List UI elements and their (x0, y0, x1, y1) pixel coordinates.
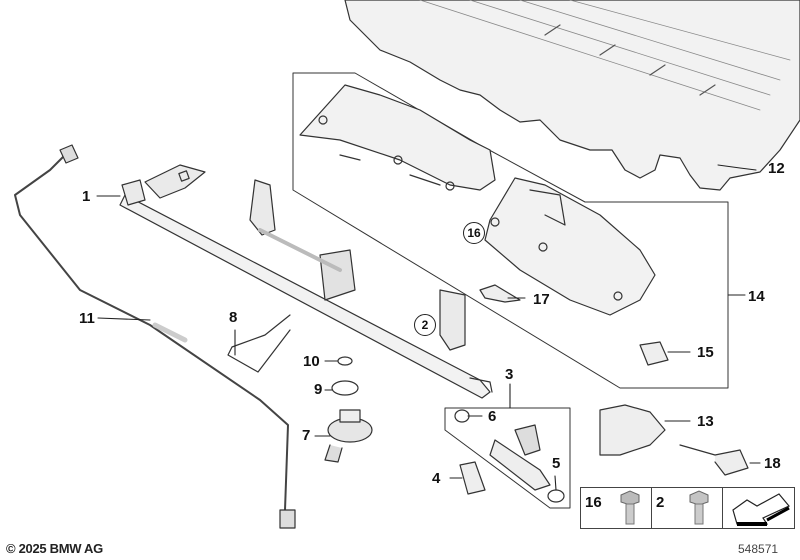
hex-bolt-icon (689, 490, 709, 525)
fastener-legend: 16 2 (580, 487, 795, 529)
injector-set-bracket-3 (444, 407, 571, 509)
connector-part (679, 444, 749, 476)
legend-item-arrow[interactable] (723, 488, 794, 528)
callout-17[interactable]: 17 (533, 291, 550, 308)
o-ring-9-part (331, 380, 359, 396)
hex-bolt-flange-icon (620, 490, 640, 525)
arrow-symbol-icon (732, 493, 790, 526)
injector-cover-lower-part (484, 177, 656, 316)
engine-cover-part (344, 0, 800, 191)
legend-item-16[interactable]: 16 (581, 488, 652, 528)
callout-14[interactable]: 14 (748, 288, 765, 305)
callout-10[interactable]: 10 (303, 353, 320, 370)
pressure-regulator-part (324, 409, 373, 463)
callout-12[interactable]: 12 (768, 160, 785, 177)
retaining-clip-part (227, 314, 291, 373)
injector-part (489, 439, 551, 491)
clip-part (639, 341, 669, 366)
injector-cover-upper-part (299, 84, 496, 191)
fuel-rail-part (119, 164, 493, 399)
vacuum-line-part (14, 154, 289, 511)
legend-item-2[interactable]: 2 (652, 488, 723, 528)
set-bracket-14 (292, 72, 729, 389)
document-number: 548571 (738, 542, 779, 556)
callout-13[interactable]: 13 (697, 413, 714, 430)
cable-clip-part (479, 284, 521, 303)
callout-18[interactable]: 18 (764, 455, 781, 472)
callout-4[interactable]: 4 (432, 470, 441, 487)
callout-1[interactable]: 1 (82, 188, 91, 205)
callout-6[interactable]: 6 (488, 408, 497, 425)
copyright-text: © 2025 BMW AG (6, 541, 103, 556)
legend-label: 16 (585, 494, 602, 511)
holder-part (599, 404, 666, 456)
callout-15[interactable]: 15 (697, 344, 714, 361)
callout-16[interactable]: 16 (463, 222, 485, 244)
callout-5[interactable]: 5 (552, 455, 561, 472)
callout-8[interactable]: 8 (229, 309, 238, 326)
legend-label: 2 (656, 494, 665, 511)
callout-3[interactable]: 3 (505, 366, 514, 383)
o-ring-10-part (337, 356, 353, 366)
leader-lines (96, 164, 761, 491)
callout-7[interactable]: 7 (302, 427, 311, 444)
callout-9[interactable]: 9 (314, 381, 323, 398)
callout-11[interactable]: 11 (79, 310, 95, 327)
callout-2[interactable]: 2 (414, 314, 436, 336)
clamp-part (459, 461, 486, 495)
